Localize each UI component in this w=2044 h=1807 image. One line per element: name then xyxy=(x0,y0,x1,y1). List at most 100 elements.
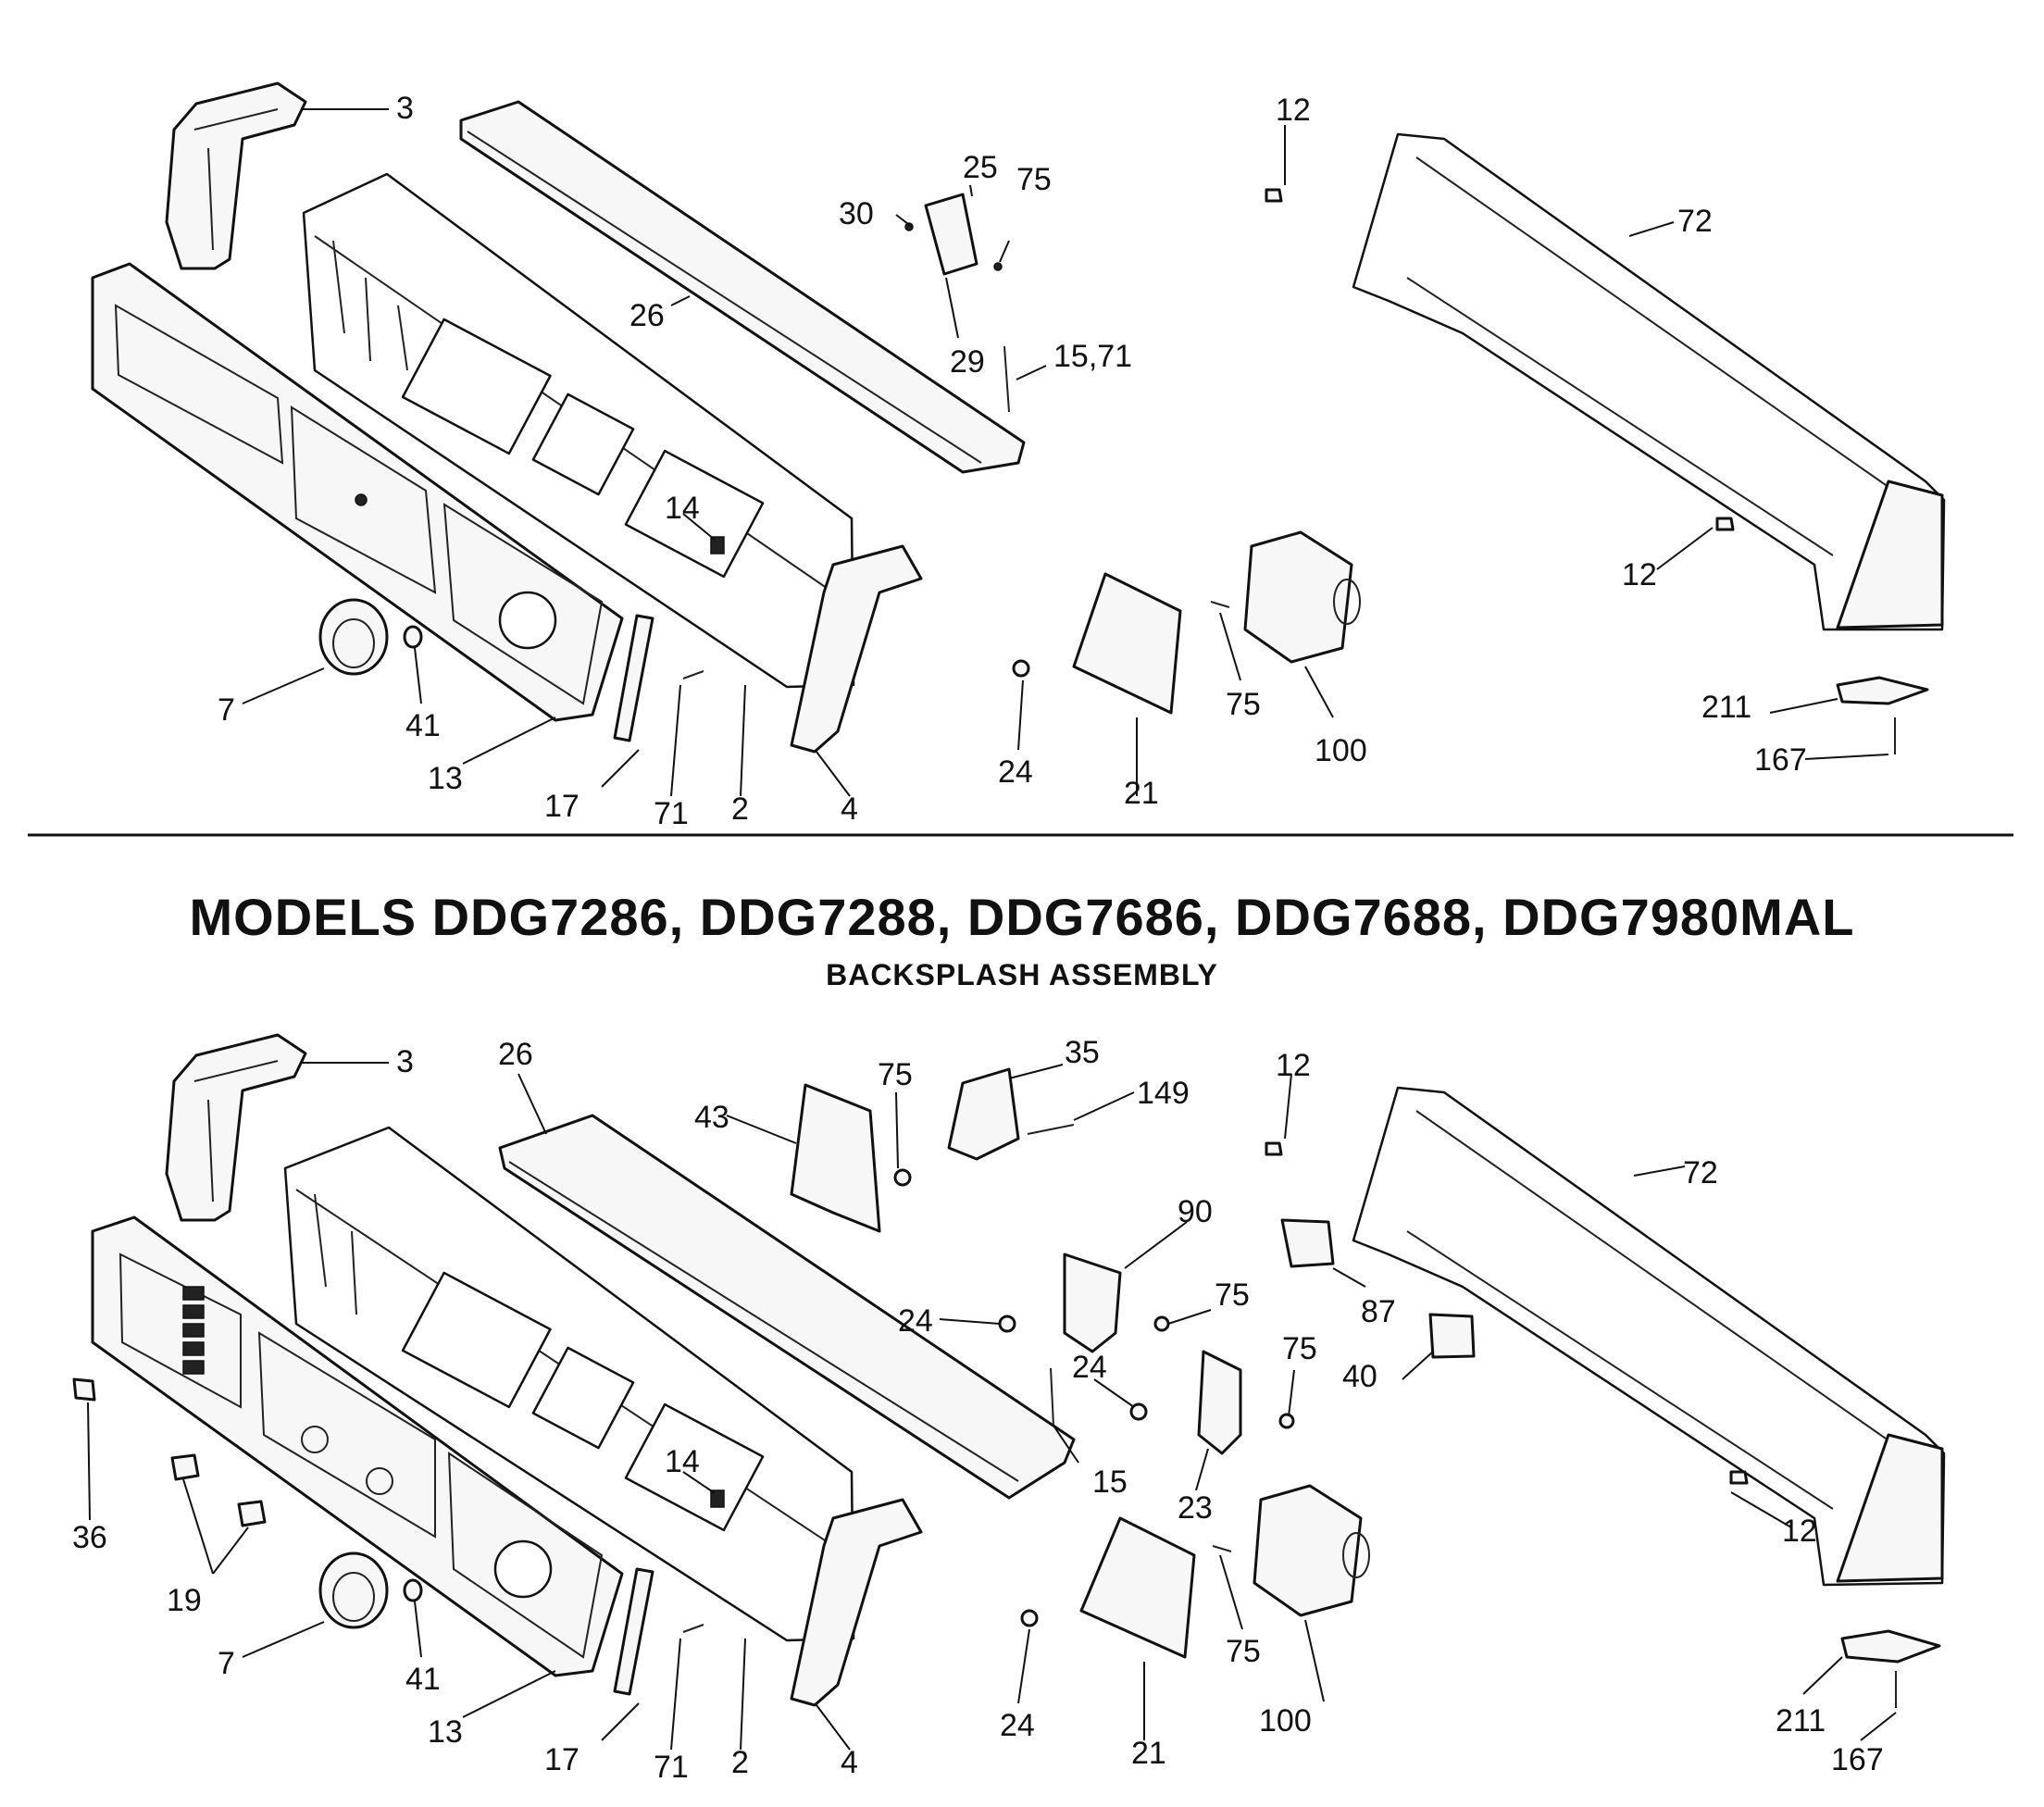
label-bot-100: 100 xyxy=(1259,1703,1312,1738)
knob-7-part xyxy=(318,598,389,676)
top-assembly: 3 26 25 75 30 29 15,71 12 72 14 7 41 13 … xyxy=(91,81,1946,831)
knob-36-part xyxy=(72,1377,96,1402)
label-bot-36: 36 xyxy=(72,1520,107,1555)
label-top-4: 4 xyxy=(841,791,858,827)
label-bot-24b: 24 xyxy=(1072,1350,1107,1385)
top-trim-strip-part-b xyxy=(498,1114,1076,1500)
bracket-14-part xyxy=(710,536,725,555)
label-bot-75c: 75 xyxy=(1282,1331,1317,1366)
page-subtitle: BACKSPLASH ASSEMBLY xyxy=(826,958,1218,991)
label-bot-90: 90 xyxy=(1178,1194,1213,1229)
switch-87-part xyxy=(1280,1218,1335,1268)
page-title: MODELS DDG7286, DDG7288, DDG7686, DDG768… xyxy=(189,888,1855,946)
label-top-71: 71 xyxy=(654,796,689,831)
switch-40-part xyxy=(1428,1313,1476,1359)
screw-71-part xyxy=(682,670,704,679)
clip-12-lower-part xyxy=(1715,517,1735,531)
label-bot-35: 35 xyxy=(1065,1035,1100,1070)
label-bot-87: 87 xyxy=(1361,1294,1396,1329)
end-cap-right-part xyxy=(790,544,923,754)
label-top-75: 75 xyxy=(1016,162,1052,197)
switch-35-part xyxy=(947,1067,1020,1161)
label-top-29: 29 xyxy=(950,344,985,380)
label-bot-75: 75 xyxy=(878,1057,913,1092)
label-bot-2: 2 xyxy=(731,1745,749,1780)
bracket-23-part xyxy=(1197,1350,1242,1455)
screw-15-71-part xyxy=(1003,345,1010,413)
bottom-leader-lines xyxy=(87,1062,1897,1751)
label-top-17: 17 xyxy=(544,789,580,824)
clip-12-top-part xyxy=(1265,188,1283,203)
label-bot-24c: 24 xyxy=(1000,1708,1035,1743)
label-bot-12: 12 xyxy=(1276,1048,1311,1083)
label-bot-167: 167 xyxy=(1831,1742,1884,1777)
timer-100-part-b xyxy=(1253,1484,1370,1617)
label-top-26: 26 xyxy=(629,298,665,333)
front-control-panel-part-b xyxy=(91,1215,624,1677)
clip-12-top-part-b xyxy=(1265,1141,1283,1156)
plate-21-part xyxy=(1072,572,1182,715)
timer-100-part xyxy=(1243,530,1361,664)
bracket-43-part xyxy=(790,1083,881,1233)
label-bot-40: 40 xyxy=(1342,1359,1377,1394)
rear-housing-part-b xyxy=(1352,1086,1946,1587)
label-top-2: 2 xyxy=(731,791,749,827)
label-bot-72: 72 xyxy=(1683,1155,1718,1190)
label-top-21: 21 xyxy=(1124,776,1159,811)
label-top-41: 41 xyxy=(405,708,441,743)
label-top-100: 100 xyxy=(1315,733,1367,768)
end-cap-left-part xyxy=(165,81,307,270)
label-top-3: 3 xyxy=(396,91,414,126)
label-top-12: 12 xyxy=(1276,93,1311,128)
label-top-14: 14 xyxy=(665,491,700,526)
bracket-90-part xyxy=(1063,1252,1122,1353)
bushing-41-part xyxy=(403,625,423,649)
label-bot-41: 41 xyxy=(405,1662,441,1697)
screw-75-part-c xyxy=(1153,1315,1170,1332)
bushing-41-part-b xyxy=(403,1578,423,1602)
console-housing-part xyxy=(302,172,855,689)
label-bot-17: 17 xyxy=(544,1742,580,1777)
end-cap-right-part-b xyxy=(790,1498,923,1707)
label-bot-43: 43 xyxy=(694,1100,729,1135)
label-bot-7: 7 xyxy=(218,1646,235,1681)
label-top-15-71: 15,71 xyxy=(1053,339,1132,374)
label-bot-4: 4 xyxy=(841,1745,858,1780)
label-bot-21: 21 xyxy=(1131,1736,1166,1771)
screw-71-part-b xyxy=(682,1624,704,1633)
front-control-panel-part xyxy=(91,262,624,722)
label-bot-26: 26 xyxy=(498,1037,533,1072)
label-bot-23: 23 xyxy=(1178,1490,1213,1526)
label-top-211: 211 xyxy=(1701,690,1751,725)
strip-17-part xyxy=(613,614,654,742)
clip-12-lower-part-b xyxy=(1729,1470,1749,1485)
strip-17-part-b xyxy=(613,1567,654,1696)
label-top-13: 13 xyxy=(428,761,463,796)
screw-75-part-b xyxy=(893,1168,912,1187)
screw-75-part-d xyxy=(1278,1413,1295,1429)
knob-19b-part xyxy=(237,1500,267,1527)
knob-19a-part xyxy=(170,1453,200,1481)
label-top-25: 25 xyxy=(963,150,998,185)
bracket-211-part xyxy=(1836,676,1929,705)
label-bot-211: 211 xyxy=(1776,1703,1826,1738)
rear-housing-part xyxy=(1352,132,1946,631)
label-bot-15: 15 xyxy=(1092,1464,1128,1500)
label-bot-13: 13 xyxy=(428,1714,463,1750)
plate-21-part-b xyxy=(1079,1516,1196,1659)
label-top-72: 72 xyxy=(1677,204,1713,239)
label-top-167: 167 xyxy=(1754,742,1807,778)
label-top-30: 30 xyxy=(839,196,874,231)
top-trim-strip-part xyxy=(459,100,1026,474)
screw-24-part xyxy=(1012,659,1030,678)
console-housing-part-b xyxy=(283,1126,855,1642)
label-bot-149: 149 xyxy=(1137,1076,1190,1111)
switch-25-part xyxy=(904,193,1003,276)
label-top-24: 24 xyxy=(998,754,1033,790)
label-bot-75d: 75 xyxy=(1226,1634,1261,1669)
label-top-7: 7 xyxy=(218,692,235,728)
end-cap-left-part-b xyxy=(165,1033,307,1222)
label-bot-75b: 75 xyxy=(1215,1277,1250,1313)
